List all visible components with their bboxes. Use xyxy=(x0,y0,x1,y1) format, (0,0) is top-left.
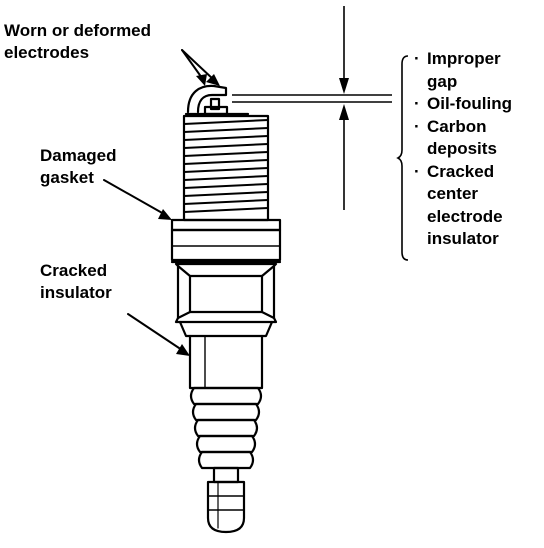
condition-cracked-insulator: · Cracked center electrode insulator xyxy=(414,161,512,251)
thread-lines xyxy=(183,119,269,213)
arrowhead-electrodes-a xyxy=(206,74,220,86)
bullet: · xyxy=(414,49,420,68)
bullet: · xyxy=(414,116,420,136)
conditions-list: · Improper gap · Oil-fouling · Carbon de… xyxy=(414,48,512,251)
gap-dimension xyxy=(232,6,392,210)
condition-text: Cracked xyxy=(427,161,495,181)
shell-flange xyxy=(170,228,282,262)
condition-text: Carbon xyxy=(427,116,487,136)
label-electrodes-line-1: Worn or deformed xyxy=(4,21,152,40)
condition-text: deposits xyxy=(427,139,497,158)
condition-text: gap xyxy=(427,71,458,91)
bullet: · xyxy=(414,161,420,181)
condition-oil-fouling: · Oil-fouling xyxy=(414,93,512,116)
arrowhead-insulator xyxy=(176,344,190,356)
label-insulator-line-2: insulator xyxy=(40,283,112,302)
condition-text: Improper xyxy=(427,49,501,68)
insulator-ribs xyxy=(189,386,263,470)
gap-arrows xyxy=(339,78,349,120)
leader-electrodes-b xyxy=(181,49,203,79)
label-electrodes: Worn or deformed electrodes xyxy=(4,20,151,64)
condition-text: center xyxy=(427,184,479,203)
label-gasket-line-1: Damaged xyxy=(40,146,117,165)
leader-gasket xyxy=(103,179,165,215)
condition-text: insulator xyxy=(427,229,499,248)
condition-carbon-deposits: · Carbon deposits xyxy=(414,116,512,161)
conditions-brace xyxy=(396,55,409,261)
label-gasket: Damaged gasket xyxy=(40,145,117,189)
condition-text: Oil-fouling xyxy=(427,94,512,113)
arrowhead-gasket xyxy=(158,209,172,220)
label-insulator-line-1: Cracked xyxy=(40,261,108,280)
insulator-body xyxy=(188,334,264,390)
center-electrode xyxy=(209,97,221,111)
leader-insulator xyxy=(127,313,183,351)
bullet: · xyxy=(414,94,420,113)
label-electrodes-line-2: electrodes xyxy=(4,43,90,62)
label-insulator: Cracked insulator xyxy=(40,260,112,304)
label-gasket-line-2: gasket xyxy=(40,168,94,187)
shell-crimp xyxy=(178,320,274,338)
leader-electrodes-a xyxy=(181,49,215,81)
gasket-ring xyxy=(170,218,282,232)
hex-nut xyxy=(174,262,278,324)
condition-text: electrode xyxy=(427,206,503,226)
terminal-post xyxy=(212,466,240,484)
condition-improper-gap: · Improper gap xyxy=(414,48,512,93)
arrowhead-electrodes-b xyxy=(196,74,207,86)
terminal-nut xyxy=(206,480,246,534)
ground-electrode xyxy=(186,84,228,114)
